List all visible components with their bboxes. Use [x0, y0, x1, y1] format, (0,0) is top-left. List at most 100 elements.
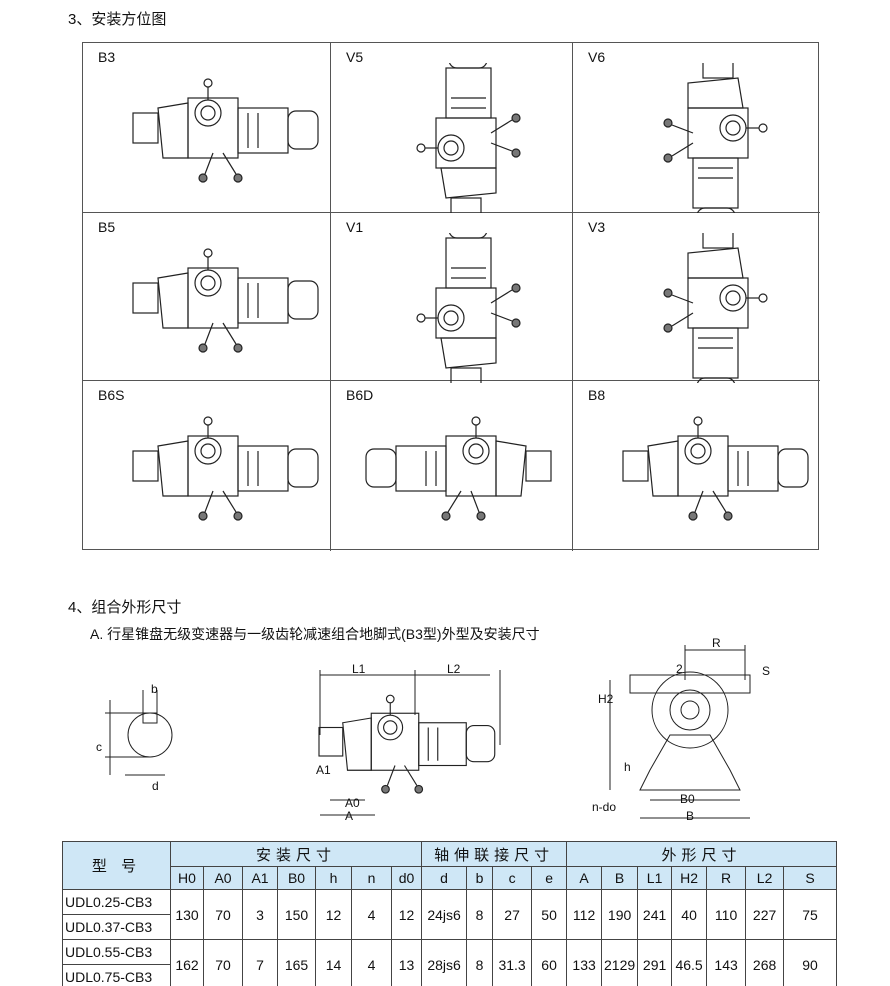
- dim-c: c: [96, 740, 102, 754]
- group-header: 外形尺寸: [566, 841, 837, 867]
- value-cell: 8: [466, 889, 494, 940]
- column-header: A0: [203, 866, 243, 890]
- position-v3: V3: [573, 213, 820, 383]
- reducer-drawing: [132, 416, 319, 521]
- value-cell: 241: [637, 889, 673, 940]
- reducer-drawing: [416, 233, 521, 383]
- value-cell: 28js6: [421, 939, 468, 986]
- value-cell: 31.3: [492, 939, 533, 986]
- value-cell: 291: [637, 939, 673, 986]
- value-cell: 75: [783, 889, 837, 940]
- position-label: V1: [346, 219, 364, 235]
- value-cell: 90: [783, 939, 837, 986]
- column-header: e: [531, 866, 568, 890]
- dim-l2: L2: [447, 662, 461, 676]
- position-b3: B3: [83, 43, 331, 213]
- value-cell: 2129: [601, 939, 639, 986]
- value-cell: 70: [203, 889, 243, 940]
- dim-b0: B0: [680, 792, 695, 806]
- model-cell: UDL0.37-CB3: [62, 914, 171, 940]
- column-header: b: [466, 866, 494, 890]
- section-4-subtitle: A. 行星锥盘无级变速器与一级齿轮减速组合地脚式(B3型)外型及安装尺寸: [90, 626, 540, 642]
- group-header: 轴伸联接尺寸: [421, 841, 568, 867]
- reducer-drawing: [416, 63, 521, 213]
- shaft-section-drawing: [105, 690, 173, 776]
- position-b6d: B6D: [331, 381, 573, 551]
- value-cell: 165: [277, 939, 316, 986]
- position-b8: B8: [573, 381, 820, 551]
- column-header: R: [706, 866, 747, 890]
- reducer-drawing: [622, 416, 809, 521]
- value-cell: 12: [390, 889, 423, 940]
- dim-d: d: [152, 779, 159, 793]
- reducer-drawing: [663, 63, 768, 213]
- table-row: UDL0.75-CB3: [62, 964, 837, 986]
- section-3-title: 3、安装方位图: [68, 11, 167, 28]
- reducer-drawing: [663, 233, 768, 383]
- dim-a1: A1: [316, 763, 331, 777]
- column-header: c: [492, 866, 533, 890]
- value-cell: 150: [277, 889, 316, 940]
- dim-h: h: [624, 760, 631, 774]
- position-v5: V5: [331, 43, 573, 213]
- position-v1: V1: [331, 213, 573, 383]
- dim-b: b: [151, 682, 158, 696]
- dim-n-do: n-do: [592, 800, 617, 814]
- position-label: B6D: [346, 387, 374, 403]
- column-header: L2: [745, 866, 785, 890]
- column-header: h: [315, 866, 352, 890]
- value-cell: 162: [170, 939, 204, 986]
- front-view-drawing: [609, 645, 751, 819]
- value-cell: 70: [203, 939, 243, 986]
- position-v6: V6: [573, 43, 820, 213]
- reducer-drawing: [132, 248, 319, 353]
- value-cell: 46.5: [671, 939, 708, 986]
- position-label: B5: [98, 219, 116, 235]
- value-cell: 4: [351, 939, 392, 986]
- value-cell: 268: [745, 939, 785, 986]
- value-cell: 12: [315, 889, 352, 940]
- dim-b: B: [686, 809, 695, 823]
- dim-a: A: [345, 809, 354, 823]
- value-cell: 110: [706, 889, 747, 940]
- value-cell: 112: [566, 889, 603, 940]
- dim-r: R: [712, 636, 721, 650]
- table-row: UDL0.37-CB3: [62, 914, 837, 940]
- dim-h2: H2: [598, 692, 614, 706]
- value-cell: 24js6: [421, 889, 468, 940]
- model-cell: UDL0.25-CB3: [62, 889, 171, 915]
- position-label: B3: [98, 49, 116, 65]
- value-cell: 3: [242, 889, 278, 940]
- position-label: V5: [346, 49, 364, 65]
- dim-l1: L1: [352, 662, 366, 676]
- column-header: S: [783, 866, 837, 890]
- column-header: A: [566, 866, 603, 890]
- column-header: B0: [277, 866, 316, 890]
- value-cell: 50: [531, 889, 568, 940]
- position-label: B6S: [98, 387, 125, 403]
- value-cell: 130: [170, 889, 204, 940]
- value-cell: 227: [745, 889, 785, 940]
- section-4-title: 4、组合外形尺寸: [68, 599, 182, 616]
- value-cell: 60: [531, 939, 568, 986]
- reducer-drawing: [132, 78, 319, 183]
- column-header: A1: [242, 866, 278, 890]
- value-cell: 8: [466, 939, 494, 986]
- position-label: V6: [588, 49, 606, 65]
- reducer-drawing: [365, 416, 552, 521]
- column-header: H0: [170, 866, 204, 890]
- value-cell: 7: [242, 939, 278, 986]
- model-header: 型 号: [62, 841, 171, 890]
- position-b5: B5: [83, 213, 331, 381]
- value-cell: 143: [706, 939, 747, 986]
- position-label: V3: [588, 219, 606, 235]
- value-cell: 14: [315, 939, 352, 986]
- group-header: 安装尺寸: [169, 841, 423, 867]
- position-label: B8: [588, 387, 606, 403]
- column-header: B: [601, 866, 639, 890]
- dim-a0: A0: [345, 796, 360, 810]
- value-cell: 4: [351, 889, 392, 940]
